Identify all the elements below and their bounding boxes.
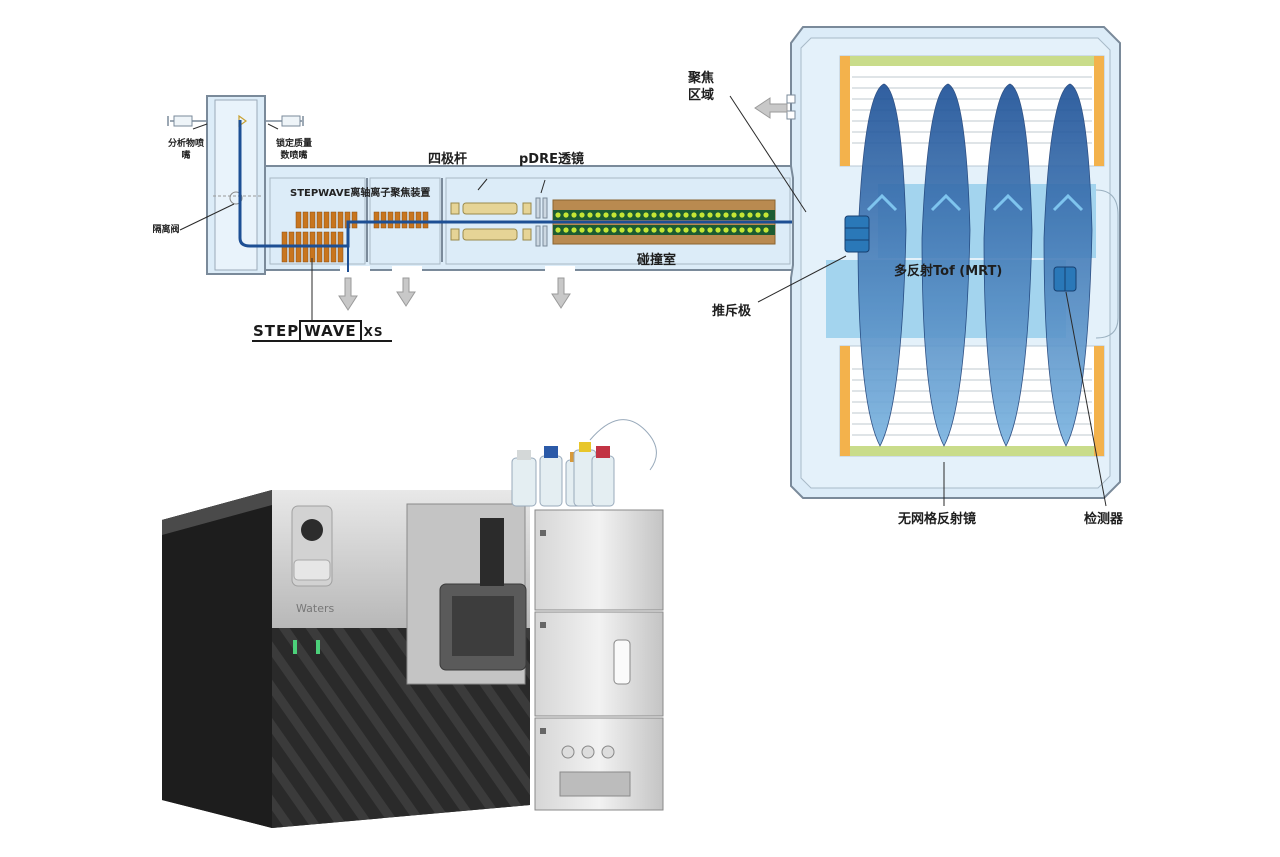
logo-part-wave: WAVE [299, 320, 362, 340]
label-pusher: 推斥极 [712, 304, 752, 319]
logo-part-step: STEP [253, 322, 300, 340]
label-pdre-lens: pDRE透镜 [519, 152, 584, 167]
pump-arrows [338, 277, 571, 311]
waters-logo-text: Waters [296, 602, 335, 615]
exhaust-arrow [754, 97, 788, 119]
label-detector: 检测器 [1084, 512, 1124, 527]
label-collision-cell: 碰撞室 [637, 253, 677, 268]
quadrupole-rods [450, 202, 532, 241]
label-stepwave-device: STEPWAVE离轴离子聚焦装置 [290, 188, 431, 199]
detector [1053, 266, 1077, 292]
isolation-valve [229, 191, 243, 205]
pdre-lens [535, 197, 548, 247]
instrument-illustration: Waters [162, 419, 664, 828]
logo-part-xs: XS [363, 325, 384, 339]
pusher [844, 215, 870, 253]
source-port [301, 519, 323, 541]
status-led-1 [293, 640, 297, 654]
status-led-2 [316, 640, 320, 654]
ion-trajectories [857, 83, 1093, 447]
analyte-sprayer [167, 115, 207, 127]
solvent-bottles [511, 419, 657, 507]
label-gridless-mirror: 无网格反射镜 [898, 512, 977, 527]
lockmass-sprayer [238, 114, 304, 128]
ion-beam-path [238, 120, 848, 248]
source-column [206, 95, 266, 275]
lc-stack [534, 509, 664, 811]
probe-head [480, 518, 504, 586]
logo-underline [252, 340, 392, 342]
label-focus-region: 聚焦区域 [688, 71, 715, 103]
label-quadrupole: 四极杆 [428, 152, 468, 167]
label-mrt: 多反射Tof (MRT) [894, 264, 1003, 279]
label-analyte-sprayer: 分析物喷嘴 [167, 139, 204, 161]
label-lockmass-sprayer: 锁定质量数喷嘴 [275, 139, 312, 161]
leader-lines [179, 95, 1107, 507]
label-isolation-valve: 隔离阀 [152, 225, 180, 235]
